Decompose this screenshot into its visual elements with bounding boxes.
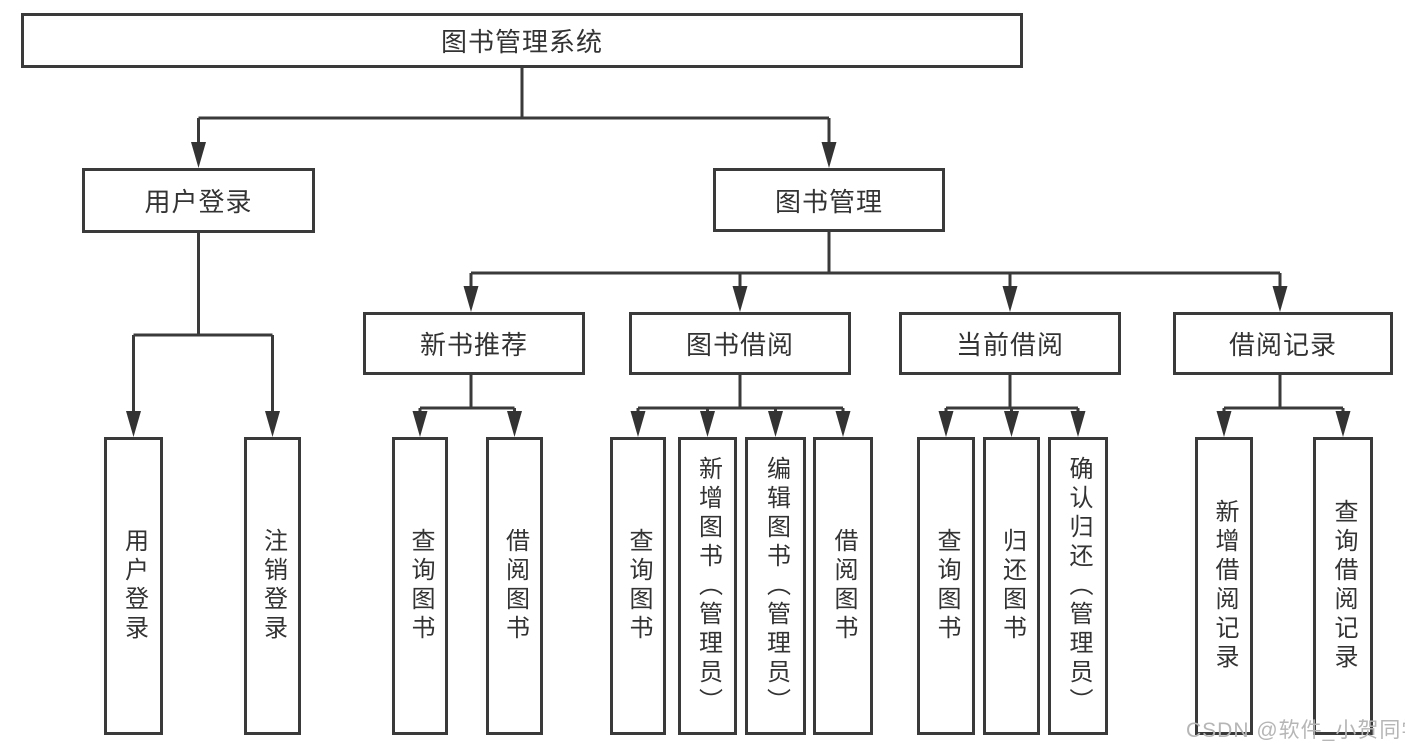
node-book-borrowing: 图书借阅 [629,312,851,375]
arrowhead-icon [507,411,522,437]
node-book-borrowing-label: 图书借阅 [685,330,794,360]
node-book-management: 图书管理 [713,168,945,232]
leaf-query-books-2-label: 查询图书 [625,528,652,644]
arrowhead-icon [126,411,141,437]
node-user-login-branch-label: 用户登录 [144,187,253,217]
tree-edges [132,68,1345,417]
leaf-query-books-2: 查询图书 [610,437,666,735]
node-current-borrowing-label: 当前借阅 [955,330,1064,360]
leaf-borrow-books-1-label: 借阅图书 [501,528,529,644]
node-new-book-recommendation-label: 新书推荐 [419,330,528,360]
node-current-borrowing: 当前借阅 [899,312,1121,375]
leaf-add-books-admin-label: 新增图书（管理员） [694,455,722,717]
leaf-user-login-label: 用户登录 [120,528,148,644]
leaf-return-books: 归还图书 [983,437,1040,735]
arrowhead-icon [412,411,428,437]
node-borrowing-records-label: 借阅记录 [1228,330,1337,360]
leaf-add-borrow-record-label: 新增借阅记录 [1211,499,1238,673]
edge-borrowrecords-to-leaves [1222,375,1345,417]
leaf-confirm-return-admin-label: 确认归还（管理员） [1065,455,1092,717]
leaf-borrow-books-2-label: 借阅图书 [830,528,857,644]
arrowhead-icon [938,411,954,437]
leaf-borrow-books-2: 借阅图书 [813,437,873,735]
leaf-query-books-3-label: 查询图书 [933,528,960,644]
arrowhead-icon [732,286,748,312]
leaf-query-borrow-record: 查询借阅记录 [1313,437,1373,735]
arrowhead-icon [768,411,783,437]
leaf-query-books-1-label: 查询图书 [407,528,434,644]
edge-userlogin-to-leaves [132,233,274,417]
leaf-query-books-3: 查询图书 [917,437,975,735]
arrowheads [126,142,1351,437]
edge-bookmgmt-to-level3 [469,232,1282,292]
leaf-query-borrow-record-label: 查询借阅记录 [1330,499,1357,673]
arrowhead-icon [1272,286,1288,312]
leaf-logout-label: 注销登录 [259,528,287,644]
node-library-system: 图书管理系统 [21,13,1023,68]
leaf-return-books-label: 归还图书 [998,528,1026,644]
leaf-borrow-books-1: 借阅图书 [486,437,543,735]
node-book-management-label: 图书管理 [774,186,883,217]
arrowhead-icon [265,411,280,437]
node-borrowing-records: 借阅记录 [1173,312,1393,375]
watermark: CSDN @软件_小贺同学 [1186,719,1405,742]
arrowhead-icon [1004,411,1019,437]
node-library-system-label: 图书管理系统 [440,27,603,57]
leaf-logout: 注销登录 [244,437,301,735]
leaf-user-login: 用户登录 [104,437,163,735]
leaf-edit-books-admin-label: 编辑图书（管理员） [762,455,790,717]
arrowhead-icon [1070,411,1086,437]
arrowhead-icon [191,142,206,168]
edge-newbookrec-to-leaves [418,375,516,417]
arrowhead-icon [1216,411,1232,437]
leaf-add-books-admin: 新增图书（管理员） [678,437,737,735]
leaf-add-borrow-record: 新增借阅记录 [1195,437,1253,735]
arrowhead-icon [1002,286,1018,312]
edge-bookborrow-to-leaves [636,375,845,417]
node-user-login-branch: 用户登录 [82,168,315,233]
leaf-query-books-1: 查询图书 [392,437,448,735]
arrowhead-icon [821,142,837,168]
arrowhead-icon [835,411,851,437]
arrowhead-icon [630,411,646,437]
edge-currentborrow-to-leaves [944,375,1080,417]
arrowhead-icon [700,411,715,437]
leaf-edit-books-admin: 编辑图书（管理员） [745,437,806,735]
edge-root-to-level2 [197,68,831,148]
leaf-confirm-return-admin: 确认归还（管理员） [1048,437,1108,735]
node-new-book-recommendation: 新书推荐 [363,312,585,375]
arrowhead-icon [1335,411,1351,437]
arrowhead-icon [463,286,479,312]
